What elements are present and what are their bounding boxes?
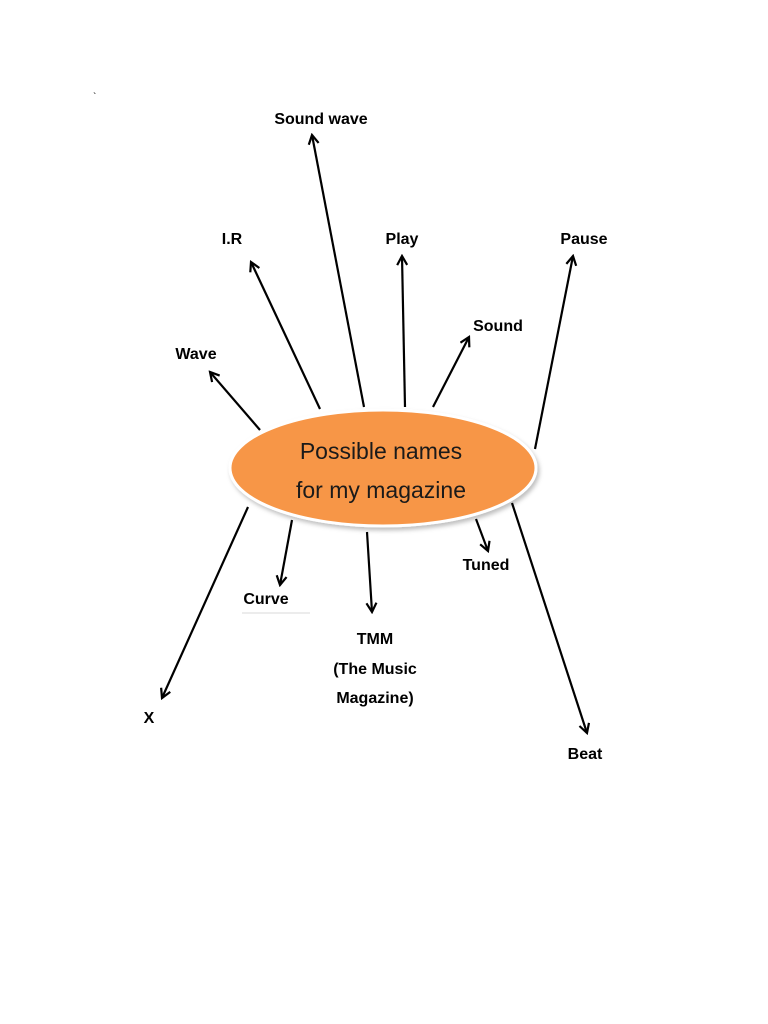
- arrow-tuned: [474, 518, 488, 551]
- label-play: Play: [386, 231, 419, 248]
- branch-arrows: [162, 135, 587, 733]
- arrow-pause: [533, 256, 573, 450]
- arrow-x: [162, 506, 250, 698]
- arrow-tmm: [367, 531, 372, 612]
- label-tuned: Tuned: [463, 557, 510, 574]
- center-title-line1: Possible names: [300, 438, 462, 464]
- arrow-curve: [280, 519, 294, 585]
- label-wave: Wave: [175, 346, 216, 363]
- arrow-beat: [510, 502, 587, 733]
- arrow-sound-wave: [312, 135, 366, 408]
- arrow-sound: [432, 337, 469, 408]
- center-ellipse: [228, 408, 538, 528]
- label-sound: Sound: [473, 318, 523, 335]
- label-x: X: [144, 710, 155, 727]
- arrow-ir: [251, 262, 321, 410]
- label-curve: Curve: [243, 591, 288, 608]
- label-ir: I.R: [222, 231, 243, 248]
- branch-labels: Sound wave I.R Play Pause Sound Wave Cur…: [144, 111, 608, 763]
- label-sound-wave: Sound wave: [274, 111, 367, 128]
- label-tmm-line1: TMM: [357, 631, 393, 648]
- arrow-play: [402, 256, 405, 408]
- arrow-wave: [210, 372, 261, 431]
- label-tmm-line3: Magazine): [336, 690, 413, 707]
- label-beat: Beat: [568, 746, 603, 763]
- center-title-line2: for my magazine: [296, 477, 466, 503]
- label-tmm-line2: (The Music: [333, 661, 417, 678]
- center-node: Possible names for my magazine: [228, 408, 538, 528]
- label-pause: Pause: [560, 231, 607, 248]
- stray-mark: `: [93, 91, 96, 103]
